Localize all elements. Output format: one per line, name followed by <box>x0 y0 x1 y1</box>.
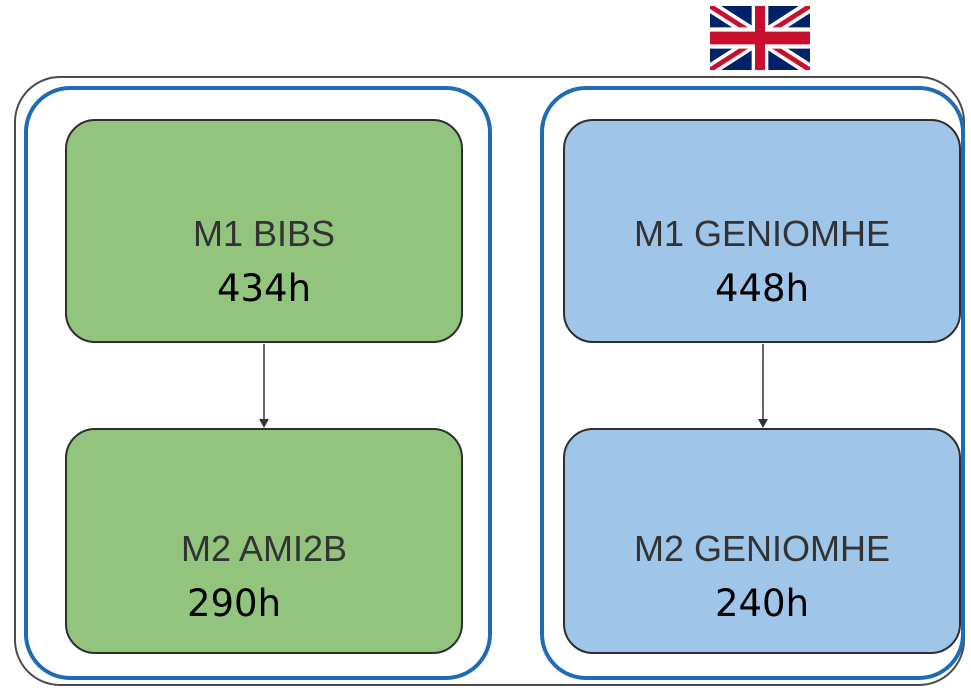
uk-flag-icon <box>710 6 810 70</box>
course-name: M2 GENIOMHE <box>633 528 891 569</box>
program-group-right <box>540 86 965 680</box>
course-name: M1 GENIOMHE <box>633 213 891 254</box>
course-name: M1 BIBS <box>192 213 336 254</box>
course-hours: 290h <box>186 582 282 625</box>
course-box-m1-bibs: M1 BIBS 434h <box>65 119 463 343</box>
course-box-m1-geniomhe: M1 GENIOMHE 448h <box>563 119 961 343</box>
course-box-m2-ami2b: M2 AMI2B 290h <box>65 428 463 654</box>
course-hours: 448h <box>714 267 810 310</box>
course-hours: 434h <box>216 267 312 310</box>
course-name: M2 AMI2B <box>180 528 348 569</box>
course-hours: 240h <box>714 582 810 625</box>
course-box-m2-geniomhe: M2 GENIOMHE 240h <box>563 428 961 654</box>
program-group-left <box>24 86 492 680</box>
